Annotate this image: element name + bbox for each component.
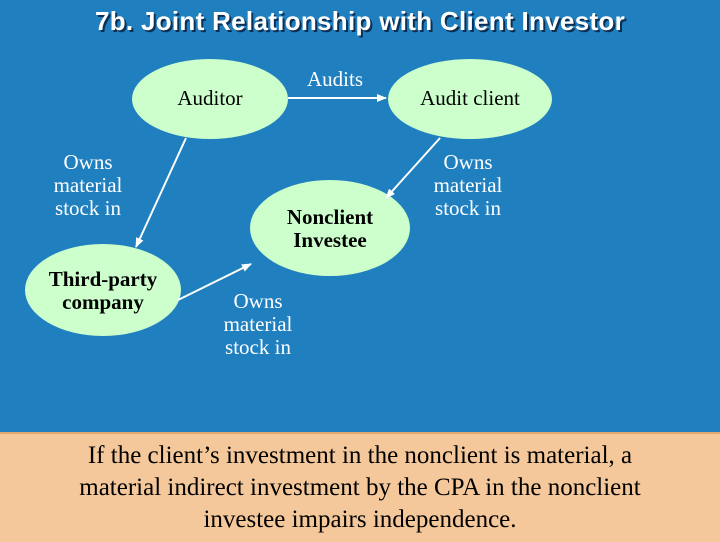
nonclient-label-line1: Nonclient [286,205,374,229]
audits-label: Audits [306,67,363,91]
owns-bottom-line1: Owns [233,289,283,313]
owns-bottom-line3: stock in [225,335,291,360]
relationship-diagram [25,59,552,336]
owns-right-label: Owns material stock in [418,150,518,221]
owns-right-line1: Owns [443,150,493,174]
owns-right-line3: stock in [435,196,501,221]
owns-right-line2: material [433,173,503,198]
third-party-label-line2: company [62,290,144,315]
owns-left-line2: material [53,173,123,198]
footer-line3: investee impairs independence. [203,505,517,533]
footer-text: If the client’s investment in the noncli… [20,440,700,535]
auditor-label: Auditor [177,86,243,110]
footer-line2: material indirect investment by the CPA … [79,473,641,501]
audit-client-label: Audit client [420,86,520,110]
audit-client-node [388,59,552,139]
owns-bottom-line2: material [223,312,293,337]
auditor-owns-third-party-arrow [135,137,187,248]
owns-bottom-label: Owns material stock in [208,289,308,360]
third-party-node [25,244,181,336]
owns-left-label: Owns material stock in [38,150,138,221]
nonclient-investee-label: Nonclient Investee [255,205,405,253]
auditor-node [132,59,288,139]
third-party-owns-nonclient-arrow [177,263,252,301]
owns-left-line1: Owns [63,150,113,174]
client-owns-nonclient-arrow [385,137,441,199]
nonclient-investee-node [250,180,410,276]
slide-title: 7b. Joint Relationship with Client Inves… [94,6,626,36]
nonclient-label-line2: Investee [293,228,367,253]
owns-left-line3: stock in [55,196,121,221]
footer-line1: If the client’s investment in the noncli… [87,442,633,469]
footer-panel: If the client’s investment in the noncli… [0,432,720,542]
third-party-label: Third-party company [28,267,178,315]
third-party-label-line1: Third-party [48,267,158,291]
